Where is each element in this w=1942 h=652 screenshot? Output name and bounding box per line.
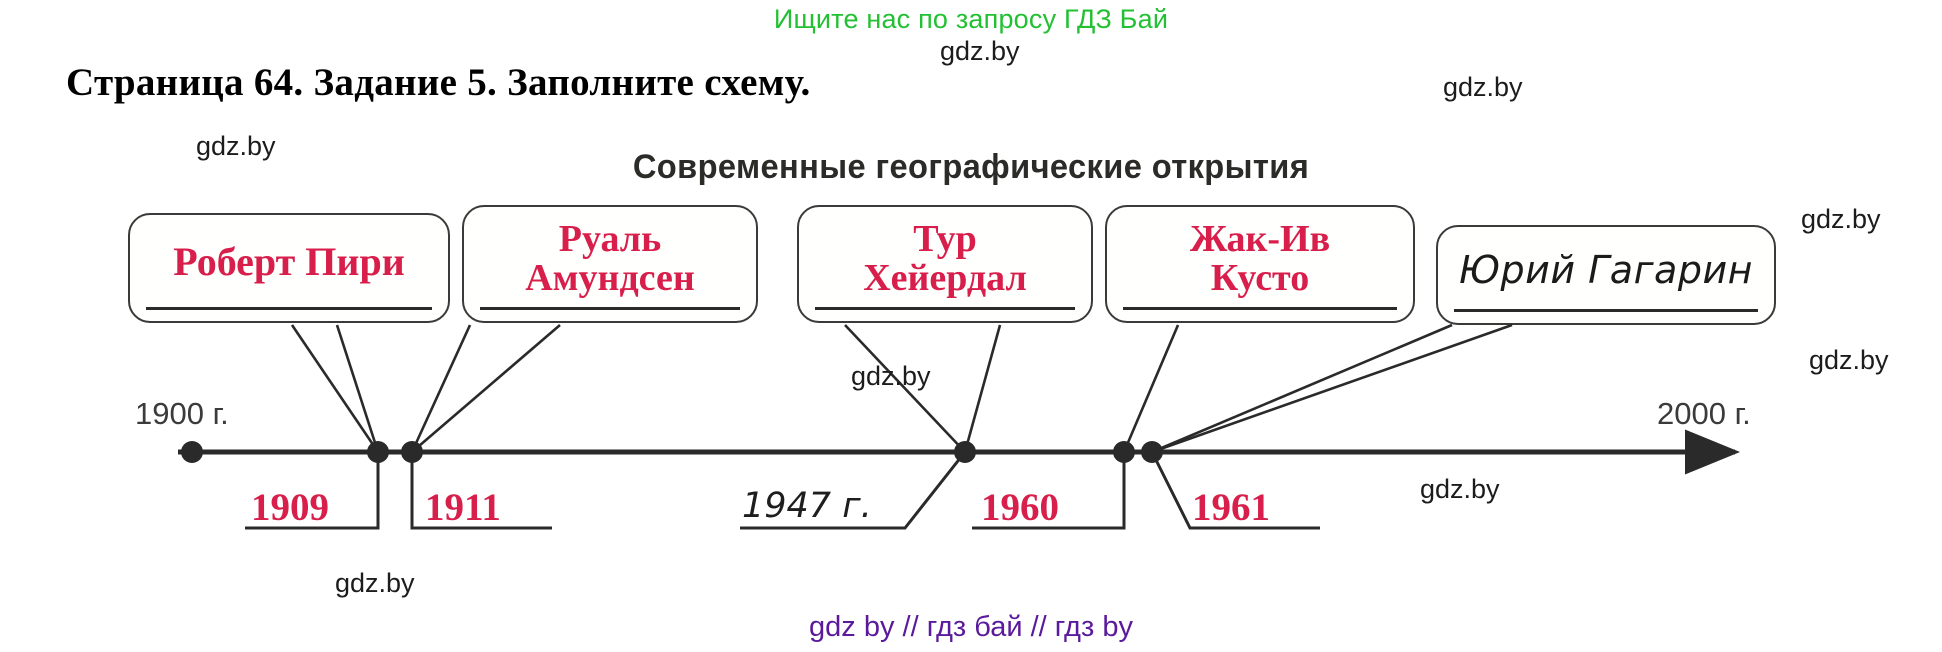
footer-links: gdz by // гдз бай // гдз by bbox=[809, 611, 1133, 643]
connector-box1-b bbox=[335, 324, 380, 453]
timeline-dot-1947 bbox=[954, 441, 976, 463]
connector-box5 bbox=[1151, 323, 1453, 454]
watermark: gdz.by bbox=[940, 36, 1020, 66]
watermark: gdz.by bbox=[1420, 474, 1500, 504]
timeline-dot-1900 bbox=[181, 441, 203, 463]
year-label-1947: 1947 г. bbox=[742, 486, 872, 526]
year-label-1961: 1961 bbox=[1192, 486, 1270, 529]
timeline-dot-1961 bbox=[1141, 441, 1163, 463]
timeline-start-label: 1900 г. bbox=[135, 396, 229, 431]
watermark: gdz.by bbox=[851, 361, 931, 391]
timeline-end-label: 2000 г. bbox=[1657, 396, 1751, 431]
connector-box1 bbox=[290, 324, 380, 453]
timeline-dot-1911 bbox=[401, 441, 423, 463]
timeline-dot-1960 bbox=[1113, 441, 1135, 463]
name-box-3[interactable]: Тур Хейердал bbox=[797, 205, 1093, 323]
write-line bbox=[146, 307, 432, 310]
write-line bbox=[480, 307, 740, 310]
name-box-1[interactable]: Роберт Пири bbox=[128, 213, 450, 323]
name-box-label: Роберт Пири bbox=[173, 238, 405, 284]
connector-box3-b bbox=[963, 324, 1002, 453]
name-box-label: Жак-Ив Кусто bbox=[1189, 218, 1331, 299]
year-label-1960: 1960 bbox=[981, 486, 1059, 529]
promo-banner: Ищите нас по запросу ГДЗ Бай bbox=[773, 4, 1169, 34]
watermark: gdz.by bbox=[1809, 345, 1889, 375]
watermark: gdz.by bbox=[1801, 204, 1881, 234]
year-label-1911: 1911 bbox=[425, 486, 501, 529]
timeline-dot-1909 bbox=[367, 441, 389, 463]
connector-box4 bbox=[1122, 324, 1180, 453]
scheme-heading: Современные географические открытия bbox=[632, 148, 1310, 186]
connector-box2 bbox=[410, 324, 472, 453]
watermark: gdz.by bbox=[335, 568, 415, 598]
name-box-5[interactable]: Юрий Гагарин bbox=[1436, 225, 1776, 325]
connector-box2-b bbox=[411, 324, 561, 453]
write-line bbox=[1454, 309, 1758, 312]
name-box-label: Тур Хейердал bbox=[863, 218, 1027, 299]
write-line bbox=[1123, 307, 1397, 310]
write-line bbox=[815, 307, 1075, 310]
year-label-1909: 1909 bbox=[251, 486, 329, 529]
watermark: gdz.by bbox=[1443, 72, 1523, 102]
watermark: gdz.by bbox=[196, 131, 276, 161]
name-box-4[interactable]: Жак-Ив Кусто bbox=[1105, 205, 1415, 323]
connector-box5-b bbox=[1151, 323, 1513, 454]
page-title: Страница 64. Задание 5. Заполните схему. bbox=[66, 61, 811, 104]
name-box-label: Юрий Гагарин bbox=[1459, 247, 1753, 292]
name-box-label: Руаль Амундсен bbox=[525, 218, 695, 299]
name-box-2[interactable]: Руаль Амундсен bbox=[462, 205, 758, 323]
